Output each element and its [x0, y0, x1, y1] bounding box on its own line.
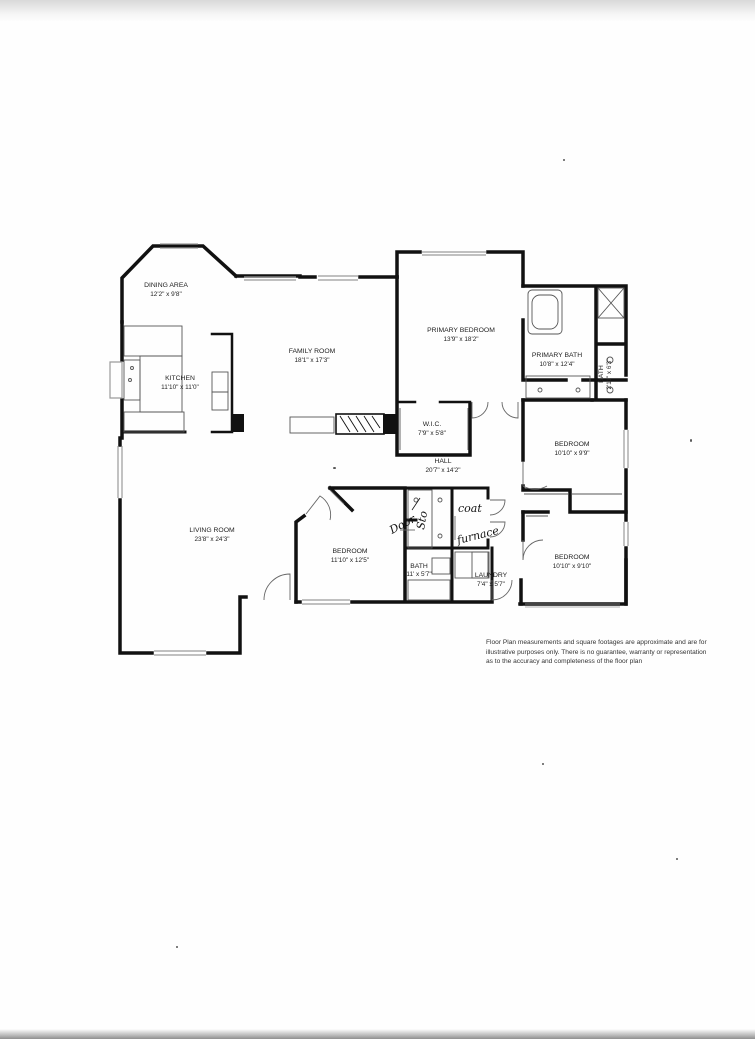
- label-primary-bath: PRIMARY BATH: [532, 352, 582, 359]
- scan-speck: [676, 858, 678, 860]
- wall-bedroom-se: [519, 510, 525, 606]
- label-bath-small: BATH: [598, 365, 605, 383]
- label-primary-bedroom: PRIMARY BEDROOM: [427, 327, 495, 334]
- wall-south: [294, 488, 628, 606]
- dims-dining: 12'2" x 9'8": [150, 291, 182, 298]
- dims-bedroom-ne: 10'10" x 9'9": [554, 450, 589, 457]
- dims-laundry: 7'4" x 5'7": [477, 581, 505, 588]
- wall-living-left: [118, 436, 248, 655]
- scan-speck: [690, 439, 692, 442]
- label-dining: DINING AREA: [144, 282, 188, 289]
- label-bedroom-se: BEDROOM: [554, 554, 589, 561]
- label-bedroom-ne: BEDROOM: [554, 441, 589, 448]
- doors: [263, 401, 548, 601]
- scan-speck: [542, 763, 544, 765]
- label-kitchen: KITCHEN: [165, 375, 195, 382]
- primary-shower: [597, 287, 625, 319]
- scan-speck: [563, 159, 565, 161]
- dims-bath-hall: 11' x 5'7": [406, 571, 431, 578]
- disclaimer-line: as to the accuracy and completeness of t…: [486, 658, 643, 666]
- scan-shadow-bottom: [0, 1029, 755, 1039]
- kitchen-sink-counter: [123, 359, 141, 401]
- label-living: LIVING ROOM: [189, 527, 235, 534]
- note-coat: coat: [458, 502, 482, 515]
- scan-speck: [176, 946, 178, 948]
- note-furnace: furnace: [455, 524, 501, 547]
- disclaimer-line: illustrative purposes only. There is no …: [486, 648, 707, 656]
- dims-primary-bath: 10'8" x 12'4": [539, 361, 574, 368]
- note-arrow: [411, 497, 421, 511]
- disclaimer-line: Floor Plan measurements and square foota…: [486, 639, 707, 646]
- wall-east: [521, 398, 628, 606]
- label-laundry: LAUNDRY: [475, 572, 508, 579]
- dims-kitchen: 11'10" x 11'0": [161, 384, 199, 391]
- dims-family: 18'1" x 17'3": [294, 357, 329, 364]
- dims-bedroom-c: 11'10" x 12'5": [331, 557, 369, 564]
- wall-hall-core: [403, 486, 490, 604]
- wall-kitchen-cabinet: [210, 332, 234, 434]
- walls: [118, 244, 628, 655]
- wall-bedroom-c: [294, 485, 407, 604]
- dims-bedroom-se: 10'10" x 9'10": [553, 563, 592, 570]
- label-hall: HALL: [434, 458, 451, 465]
- label-bedroom-c: BEDROOM: [332, 548, 367, 555]
- primary-tub: [527, 289, 563, 335]
- fixtures: [123, 287, 625, 601]
- wall-primary-bedroom: [395, 250, 628, 382]
- scan-speck: [333, 467, 336, 469]
- kitchen-counter-top: [123, 325, 183, 357]
- wall-family-top: [234, 274, 399, 279]
- dims-primary-bedroom: 13'9" x 18'2": [443, 336, 478, 343]
- disclaimer-text: Floor Plan measurements and square foota…: [486, 638, 748, 667]
- wall-post: [383, 414, 396, 434]
- label-wic: W.I.C.: [423, 421, 442, 428]
- windows: [109, 243, 629, 656]
- fireplace: [289, 416, 335, 434]
- dims-wic: 7'9" x 5'8": [418, 430, 446, 437]
- scan-shadow-top: [0, 0, 755, 22]
- wall-dining-bay: [120, 244, 239, 324]
- room-labels: DINING AREA 12'2" x 9'8" FAMILY ROOM 18'…: [144, 282, 613, 588]
- note-closet-2: Sto: [414, 510, 430, 531]
- dims-living: 23'8" x 24'3": [194, 536, 229, 543]
- note-closet: Door: [386, 512, 418, 537]
- dims-hall: 20'7" x 14'2": [425, 467, 460, 474]
- dims-bath-small: 2'11" x 6'3": [606, 358, 613, 389]
- wall-primary-bedroom-left: [395, 275, 472, 457]
- wall-bedroom-ne: [521, 398, 628, 514]
- wall-post: [232, 414, 244, 432]
- hall-bath-tub: [407, 579, 451, 601]
- label-bath-hall: BATH: [410, 563, 428, 570]
- label-family: FAMILY ROOM: [289, 348, 336, 355]
- wall-primary-bath: [521, 284, 628, 402]
